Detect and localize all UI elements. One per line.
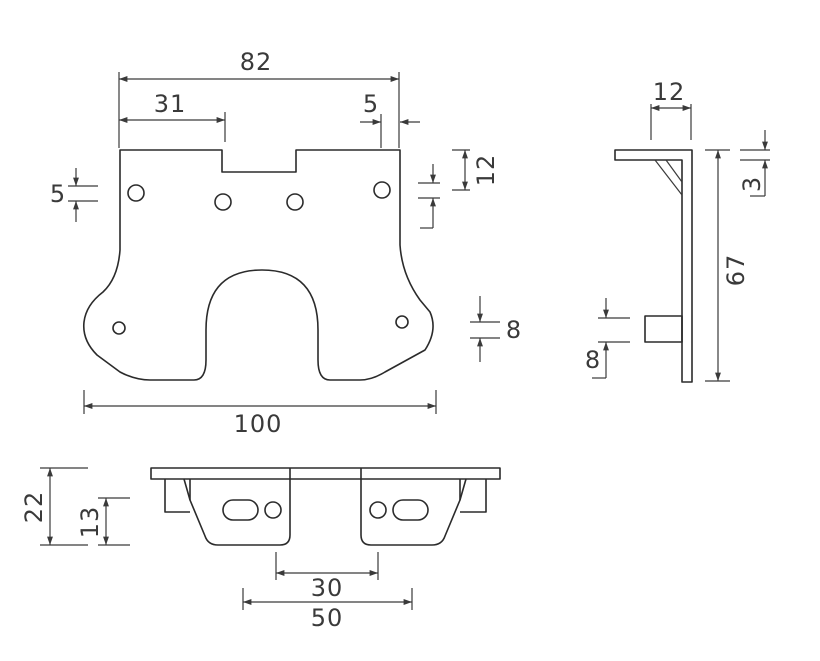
round-hole bbox=[369, 501, 387, 519]
dim-front-inner-height: 13 bbox=[76, 506, 104, 539]
gusset-line bbox=[654, 159, 683, 196]
front-view: 22 13 30 50 bbox=[20, 467, 501, 632]
dim-front-total-height: 22 bbox=[20, 491, 48, 524]
dim-front-outer-width: 50 bbox=[311, 604, 344, 632]
side-tab bbox=[644, 315, 683, 343]
side-view: 12 3 67 8 bbox=[585, 78, 770, 383]
dim-notch-offset: 31 bbox=[154, 90, 187, 118]
dim-left-hole-spacing: 5 bbox=[50, 180, 66, 208]
dim-right-height: 12 bbox=[472, 154, 500, 187]
front-plate bbox=[150, 467, 501, 480]
gusset-line bbox=[665, 159, 683, 183]
mount-hole bbox=[373, 181, 391, 199]
side-view-outline bbox=[614, 149, 693, 383]
mount-hole bbox=[112, 321, 126, 335]
top-view-outline bbox=[82, 149, 434, 381]
slot-hole bbox=[222, 499, 259, 521]
dim-lower-height: 8 bbox=[506, 316, 522, 344]
dim-side-height: 67 bbox=[722, 254, 750, 287]
front-left-tab bbox=[164, 478, 191, 513]
dim-side-thickness: 3 bbox=[738, 176, 766, 192]
dim-bottom-width: 100 bbox=[234, 410, 283, 438]
front-right-tab bbox=[459, 478, 487, 513]
mount-hole bbox=[127, 184, 145, 202]
round-hole bbox=[264, 501, 282, 519]
slot-hole bbox=[392, 499, 429, 521]
mount-hole bbox=[214, 193, 232, 211]
front-right-flange bbox=[360, 468, 461, 546]
top-view: 82 31 5 5 12 8 bbox=[50, 48, 522, 438]
mount-hole bbox=[286, 193, 304, 211]
dim-right-gap: 5 bbox=[363, 90, 379, 118]
dim-side-tab: 8 bbox=[585, 346, 601, 374]
dim-side-width: 12 bbox=[653, 78, 686, 106]
mount-hole bbox=[395, 315, 409, 329]
dim-front-inner-width: 30 bbox=[311, 574, 344, 602]
dim-top-width: 82 bbox=[240, 48, 273, 76]
front-left-flange bbox=[189, 468, 291, 546]
